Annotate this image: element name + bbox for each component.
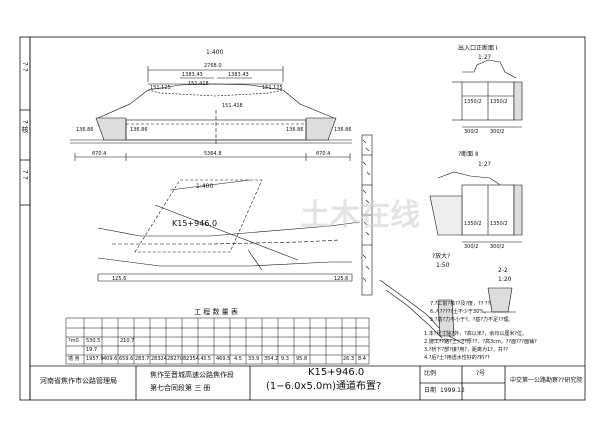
detail-section-3 <box>379 279 470 345</box>
main-elevation-view <box>70 66 352 161</box>
detail2-dim-2: 1350/2 <box>490 221 508 227</box>
watermark-logo: 土木在线 <box>300 198 420 233</box>
date-label: 日期 <box>424 387 437 394</box>
dim-bot-total: 5364.8 <box>204 151 222 157</box>
table-cell: 9.3 <box>281 356 289 362</box>
detail2-dim-4: 300/2 <box>490 244 505 250</box>
table-cell: 28270 <box>167 356 183 362</box>
note-line: 7.?工前?核??及?度，?? ??。 <box>430 301 496 307</box>
dim-bot-right: 670.4 <box>316 151 331 157</box>
table-cell: 210.7 <box>120 338 135 344</box>
detail1-dim-1: 1350/2 <box>464 99 482 105</box>
plan-view-scale: 1:400 <box>196 183 214 190</box>
note-line: 1.本?尺寸除?外，?高以米?，余均以厘米?位。 <box>424 331 528 337</box>
project-line-2: 第七合同段第 三 册 <box>150 384 211 392</box>
section-2-2-label: 2-2 <box>498 267 508 274</box>
dim-right-short: 151.125 <box>262 85 283 91</box>
table-cell: 1957.9 <box>86 356 104 362</box>
detail-section-2 <box>429 171 523 243</box>
plan-view-station: K15+946.0 <box>172 219 218 228</box>
side-label-1: 136.86 <box>130 127 148 133</box>
side-label-2: 136.86 <box>286 127 304 133</box>
table-cell: 8.4 <box>358 356 366 362</box>
side-label-4: 136.86 <box>334 127 352 133</box>
drawing-number-label: ?号 <box>476 370 486 377</box>
section-2-2-scale: 1:20 <box>498 276 512 283</box>
dim-bot-left: 670.4 <box>92 151 107 157</box>
detail1-dim-3: 300/2 <box>464 129 479 135</box>
detail1-title: 出入口正断面 Ⅰ <box>458 45 498 52</box>
detail2-title: ?断面 Ⅱ <box>458 151 479 158</box>
plan-dim-right: 125.6 <box>334 276 349 282</box>
table-cell: 33.9 <box>248 356 260 362</box>
table-title: 工 程 数 量 表 <box>194 308 238 316</box>
authority-name: 河南省焦作市公路管理局 <box>40 377 117 385</box>
table-cell: 283.7 <box>135 356 150 362</box>
dim-top-right: 1383.43 <box>228 72 249 78</box>
detail3-scale: 1:50 <box>436 262 450 269</box>
note-line: 6.人?????土不少于30%。 <box>430 309 490 315</box>
table-cell: 530.5 <box>86 338 101 344</box>
detail2-scale: 1:2? <box>478 161 491 168</box>
plan-dim-left: 125.6 <box>112 276 127 282</box>
dim-mid-right: 151.418 <box>222 103 243 109</box>
table-cell: 26.3 <box>343 356 355 362</box>
plan-view <box>97 179 361 282</box>
drawing-title-2: (1−6.0x5.0m)通道布置? <box>266 381 382 392</box>
quantity-table <box>65 317 370 365</box>
table-row-1-name: ?m0 <box>68 338 79 344</box>
table-cell: 469.5 <box>216 356 231 362</box>
designer-name: 中交第一公路勘察??研究院 <box>510 377 583 384</box>
scale-label: 比例 <box>424 370 437 377</box>
binding-margin <box>19 36 31 401</box>
note-line: 2.施工??路?上，??厚??，?高3cm，??面???面铺? <box>424 339 537 345</box>
main-view-scale: 1:400 <box>206 49 224 56</box>
margin-label-2: ? 核 <box>21 120 29 133</box>
detail1-dim-2: 1350/2 <box>490 99 508 105</box>
note-line: 4.?后?土?用透水性好的?料?? <box>424 355 490 361</box>
table-cell: 354.2 <box>264 356 279 362</box>
margin-label-3: ? ? <box>21 170 29 180</box>
detail3-title: ?放大? <box>432 253 451 260</box>
dim-top-total: 2768.0 <box>204 63 222 69</box>
detail2-dim-3: 300/2 <box>464 244 479 250</box>
detail1-scale: 1:2? <box>478 54 491 61</box>
detail2-dim-1: 1350/2 <box>464 221 482 227</box>
drawing-title-1: K15+946.0 <box>308 367 365 378</box>
project-line-1: 焦作至晋城高速公路焦作段 <box>150 371 234 379</box>
detail-section-1 <box>452 59 523 128</box>
dim-left-short: 151.125 <box>150 85 171 91</box>
table-cell: 95.8 <box>296 356 308 362</box>
table-cell: 3.5 <box>203 356 211 362</box>
dim-mid-left: 151.418 <box>188 81 209 87</box>
note-line: 3.?桥下?部?接?用?，距离为1?，并?? <box>424 347 509 353</box>
section-2-2 <box>484 287 516 313</box>
dim-top-left: 1383.43 <box>182 72 203 78</box>
note-line: 5.?基?力不小于?，?基?力不足??理。 <box>430 317 514 323</box>
table-cell: 19.7 <box>86 347 98 353</box>
table-row-3-name: 墙 身 <box>68 356 80 362</box>
table-cell: 659.6 <box>119 356 134 362</box>
margin-label-1: ? ? <box>21 62 29 72</box>
table-cell: 82354.4 <box>183 356 204 362</box>
table-cell: 4.5 <box>234 356 242 362</box>
side-label-3: 136.86 <box>76 127 94 133</box>
detail1-dim-4: 300/2 <box>490 129 505 135</box>
table-cell: 28324 <box>151 356 167 362</box>
date-value: 1999.12 <box>440 387 465 394</box>
table-cell: 409.6 <box>103 356 118 362</box>
soil-profile-column <box>361 134 373 296</box>
